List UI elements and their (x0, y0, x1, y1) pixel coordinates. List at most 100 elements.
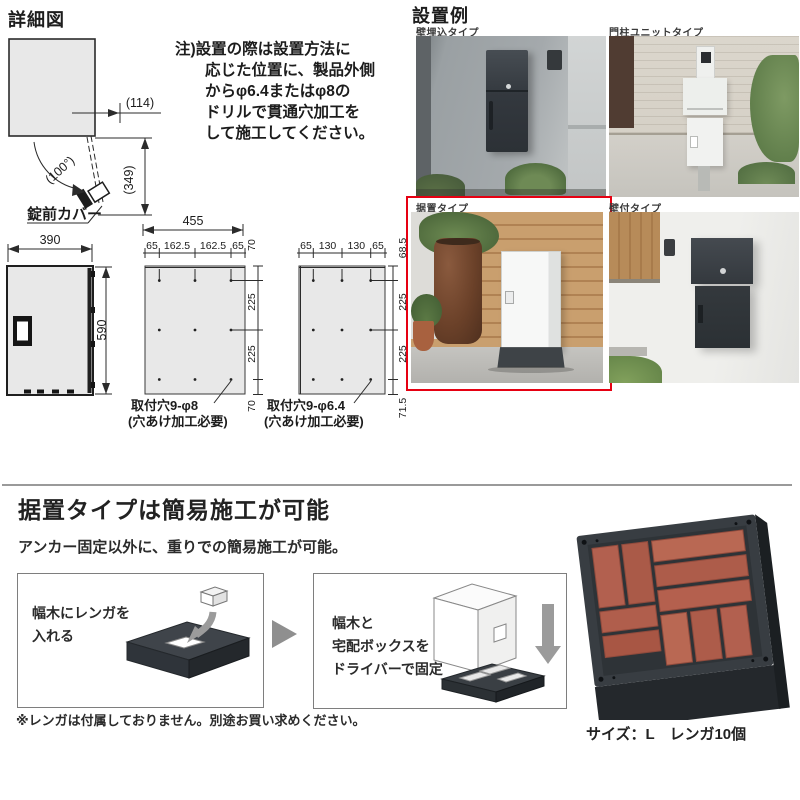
box-handle (698, 304, 704, 324)
step (609, 347, 647, 356)
example-label-freestanding: 据置タイプ (416, 204, 469, 215)
down-arrow (535, 646, 561, 664)
side-col-dim: 130 (319, 240, 337, 252)
door-trim (609, 278, 661, 283)
back-width-dim: 455 (183, 214, 204, 228)
side-col-dim: 65 (300, 240, 312, 252)
examples-section-title: 設置例 (412, 6, 469, 26)
side-hole-label: 取付穴9-φ6.4 (267, 398, 346, 413)
back-row-dim: 225 (246, 345, 258, 363)
tree-foliage (749, 55, 799, 162)
top-view-drawing: (100°) (114) (349) 錠前カバー 455 (8, 38, 244, 236)
insert-arrow (187, 626, 203, 643)
installation-note: 注)設置の際は設置方法に 応じた位置に、製品外側 からφ6.4またはφ8の ドリ… (175, 41, 376, 142)
shrub (738, 161, 796, 185)
back-col-dim: 162.5 (164, 240, 190, 252)
feature-heading: 据置タイプは簡易施工が可能 (18, 497, 330, 523)
mail-box-dark (690, 237, 754, 284)
parcel-box-white (686, 118, 723, 167)
back-col-dim: 162.5 (200, 240, 226, 252)
parcel-box-dark (694, 286, 750, 348)
back-col-dim: 65 (146, 240, 158, 252)
example-photo-wall-embedded (416, 36, 606, 197)
box-base-plinth (497, 347, 565, 368)
example-label-wall-embedded: 壁埋込タイプ (416, 28, 479, 39)
back-row-dim: 70 (246, 400, 258, 412)
grass-patch (609, 355, 663, 383)
side-row-dim: 71.5 (397, 398, 409, 419)
side-hole-note: (穴あけ加工必要) (264, 414, 364, 429)
step-1-illustration (125, 586, 251, 679)
entry-door (609, 36, 634, 128)
brick-slot (164, 636, 206, 649)
box-handle (488, 101, 493, 130)
front-height-dim: 590 (95, 320, 109, 341)
step-box-1: 幅木にレンガを 入れる (17, 573, 264, 708)
screw-holes (581, 519, 769, 682)
intercom-screen (700, 52, 712, 64)
base-size-caption: サイズ：L レンガ10個 (586, 726, 747, 743)
step-2-text: 幅木と 宅配ボックスを ドライバーで固定 (332, 615, 443, 677)
front-width-dim: 390 (40, 233, 61, 247)
back-view-drawing: 65 162.5 162.5 65 70 225 225 70 取付穴9-φ8 … (128, 239, 263, 429)
back-col-dim: 65 (232, 240, 244, 252)
bricks-in-tray (496, 672, 528, 683)
intercom-unit (664, 239, 676, 257)
planter-pot (434, 237, 483, 344)
side-col-dim: 65 (372, 240, 384, 252)
lock-knob (719, 267, 726, 274)
planter-rim (435, 237, 481, 246)
agave-plant (505, 163, 567, 196)
side-view-drawing: 65 130 130 65 68.5 225 225 71.5 取付穴9-φ6.… (264, 238, 409, 429)
lock-knob (505, 83, 511, 89)
door-offset-dim: (114) (126, 96, 154, 110)
delivery-box-white (501, 251, 561, 351)
door-depth-dim: (349) (122, 165, 136, 194)
arc-arrowhead (72, 184, 85, 196)
delivery-box-dark (486, 50, 529, 152)
step-2-illustration (432, 583, 561, 703)
side-col-dim: 130 (348, 240, 366, 252)
step-edge (568, 124, 606, 130)
intercom-unit (547, 50, 563, 70)
grass-patch (416, 174, 466, 197)
example-photo-wall-mounted (609, 212, 799, 383)
front-view-drawing: 390 590 (6, 233, 112, 396)
box-handle (504, 291, 515, 305)
mail-box-white (683, 77, 727, 115)
ground-shadow (416, 188, 606, 197)
terracotta-pot (412, 321, 435, 351)
wall-shadow (416, 36, 432, 197)
step-1-text: 幅木にレンガを 入れる (32, 605, 130, 644)
next-step-arrow (272, 620, 297, 648)
back-hole-label: 取付穴9-φ8 (131, 398, 198, 413)
step-box-2: 幅木と 宅配ボックスを ドライバーで固定 (313, 573, 567, 709)
weight-base-photo (576, 514, 790, 720)
example-label-gatepost-unit: 門柱ユニットタイプ (609, 28, 704, 39)
parcel-handle (689, 136, 698, 149)
bricks (591, 529, 753, 666)
back-hole-note: (穴あけ加工必要) (128, 414, 228, 429)
box-handle (493, 623, 507, 643)
tray-front-face (594, 664, 781, 720)
back-row-dim: 70 (246, 239, 258, 251)
mounting-holes-side (311, 279, 373, 381)
back-row-dim: 225 (246, 293, 258, 311)
detail-section-title: 詳細図 (8, 10, 65, 30)
lock-cover-label: 錠前カバー (27, 205, 102, 223)
technical-drawing: (100°) (114) (349) 錠前カバー 455 (6, 38, 409, 429)
mail-slot (686, 108, 724, 111)
example-photo-freestanding (411, 212, 603, 383)
mounting-holes-back (157, 279, 233, 381)
brick-shape (212, 590, 228, 607)
walkway (568, 36, 606, 197)
lock-cover-shape (75, 188, 94, 209)
base-shadow (487, 365, 575, 373)
wood-door (609, 212, 661, 279)
example-label-wall-mounted: 壁付タイプ (609, 204, 662, 215)
box-divider (486, 90, 529, 93)
example-photo-gatepost-unit (609, 36, 799, 197)
feature-lead: アンカー固定以外に、重りでの簡易施工が可能。 (18, 539, 347, 556)
brick-disclaimer-note: ※レンガは付属しておりません。別途お買い求めください。 (16, 713, 366, 728)
